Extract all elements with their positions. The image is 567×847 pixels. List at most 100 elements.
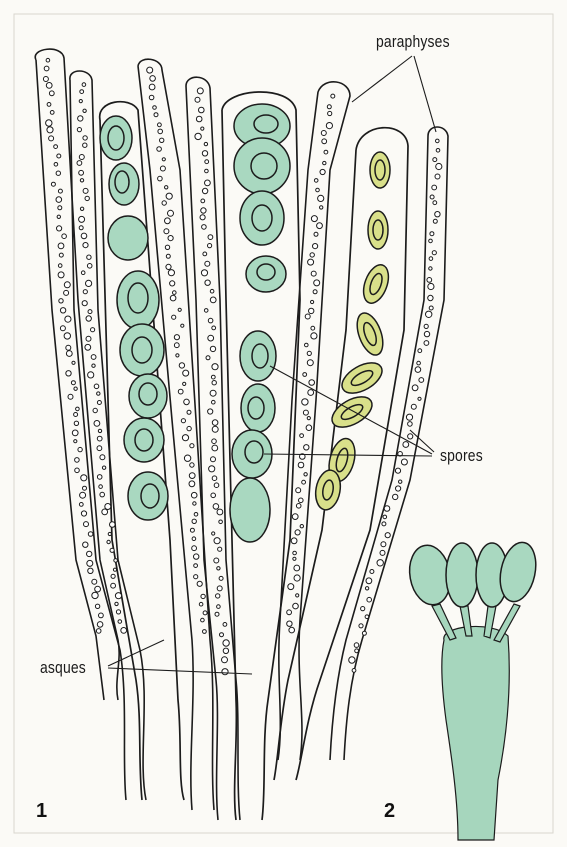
granule	[165, 218, 171, 224]
granule	[349, 657, 355, 663]
granule	[88, 532, 93, 537]
granule	[292, 514, 298, 520]
granule	[196, 116, 202, 122]
granule	[178, 389, 183, 394]
granule	[58, 243, 64, 249]
granule	[71, 381, 75, 385]
granule	[192, 546, 197, 551]
granule	[206, 356, 210, 360]
granule	[187, 410, 191, 414]
granule	[76, 407, 80, 411]
granule	[408, 434, 413, 439]
granule	[288, 584, 294, 590]
granule	[79, 226, 83, 230]
granule	[58, 272, 64, 278]
granule	[287, 610, 292, 615]
granule	[202, 188, 207, 193]
granule	[166, 193, 172, 199]
granule	[88, 310, 92, 314]
granule	[59, 299, 63, 303]
granule	[195, 97, 200, 102]
label-asques: asques	[40, 658, 86, 678]
granule	[58, 206, 62, 210]
granule	[157, 147, 162, 152]
granule	[97, 401, 101, 405]
spore	[128, 472, 168, 520]
granule	[382, 522, 386, 526]
spore	[234, 138, 290, 194]
granule	[78, 116, 83, 121]
granule	[424, 324, 428, 328]
granule	[212, 476, 217, 481]
granule	[355, 649, 359, 653]
granule	[223, 648, 228, 653]
spore	[352, 310, 388, 359]
granule	[190, 463, 194, 467]
granule	[208, 318, 213, 323]
granule	[204, 309, 208, 313]
granule	[309, 308, 314, 313]
granule	[49, 136, 54, 141]
granule	[211, 457, 216, 462]
granule	[60, 308, 65, 313]
granule	[217, 605, 221, 609]
leader-paraphyses-1	[352, 56, 412, 102]
granule	[214, 558, 219, 563]
granule	[183, 370, 189, 376]
granule	[54, 145, 58, 149]
granule	[62, 234, 67, 239]
granule	[194, 513, 198, 517]
granule	[219, 576, 223, 580]
spore	[246, 256, 286, 292]
granule	[149, 95, 154, 100]
spore	[241, 384, 275, 432]
granule	[95, 604, 99, 608]
granule	[214, 483, 219, 488]
granule	[316, 188, 320, 192]
granule	[418, 397, 421, 400]
granule	[79, 503, 83, 507]
granule	[166, 254, 170, 258]
granule	[97, 475, 102, 480]
granule	[57, 215, 60, 218]
granule	[403, 442, 409, 448]
granule	[160, 166, 165, 171]
granule	[429, 239, 433, 243]
granule	[74, 440, 77, 443]
granule	[79, 155, 84, 160]
granule	[199, 602, 203, 606]
granule	[203, 252, 207, 256]
granule	[302, 480, 306, 484]
granule	[294, 565, 300, 571]
granule	[100, 492, 105, 497]
spore	[100, 116, 132, 160]
granule	[118, 620, 122, 624]
granule	[204, 142, 207, 145]
granule	[427, 278, 432, 283]
granule	[366, 578, 372, 584]
granule	[296, 488, 301, 493]
granule	[311, 300, 314, 303]
granule	[212, 420, 218, 426]
granule	[294, 575, 300, 581]
granule	[174, 343, 179, 348]
granule	[168, 270, 174, 276]
granule	[328, 111, 332, 115]
granule	[304, 473, 307, 476]
granule	[77, 161, 82, 166]
granule	[223, 623, 227, 627]
leader-asques-2	[108, 668, 252, 674]
granule	[64, 290, 69, 295]
granule	[66, 351, 72, 357]
granule	[168, 236, 173, 241]
granule	[87, 560, 93, 566]
granule	[424, 341, 429, 346]
spore	[109, 163, 139, 205]
granule	[83, 542, 88, 547]
granule	[208, 335, 214, 341]
granule	[326, 123, 332, 129]
granule	[433, 201, 437, 205]
figure-number-1: 1	[36, 800, 47, 823]
granule	[211, 493, 216, 498]
granule	[212, 364, 218, 370]
